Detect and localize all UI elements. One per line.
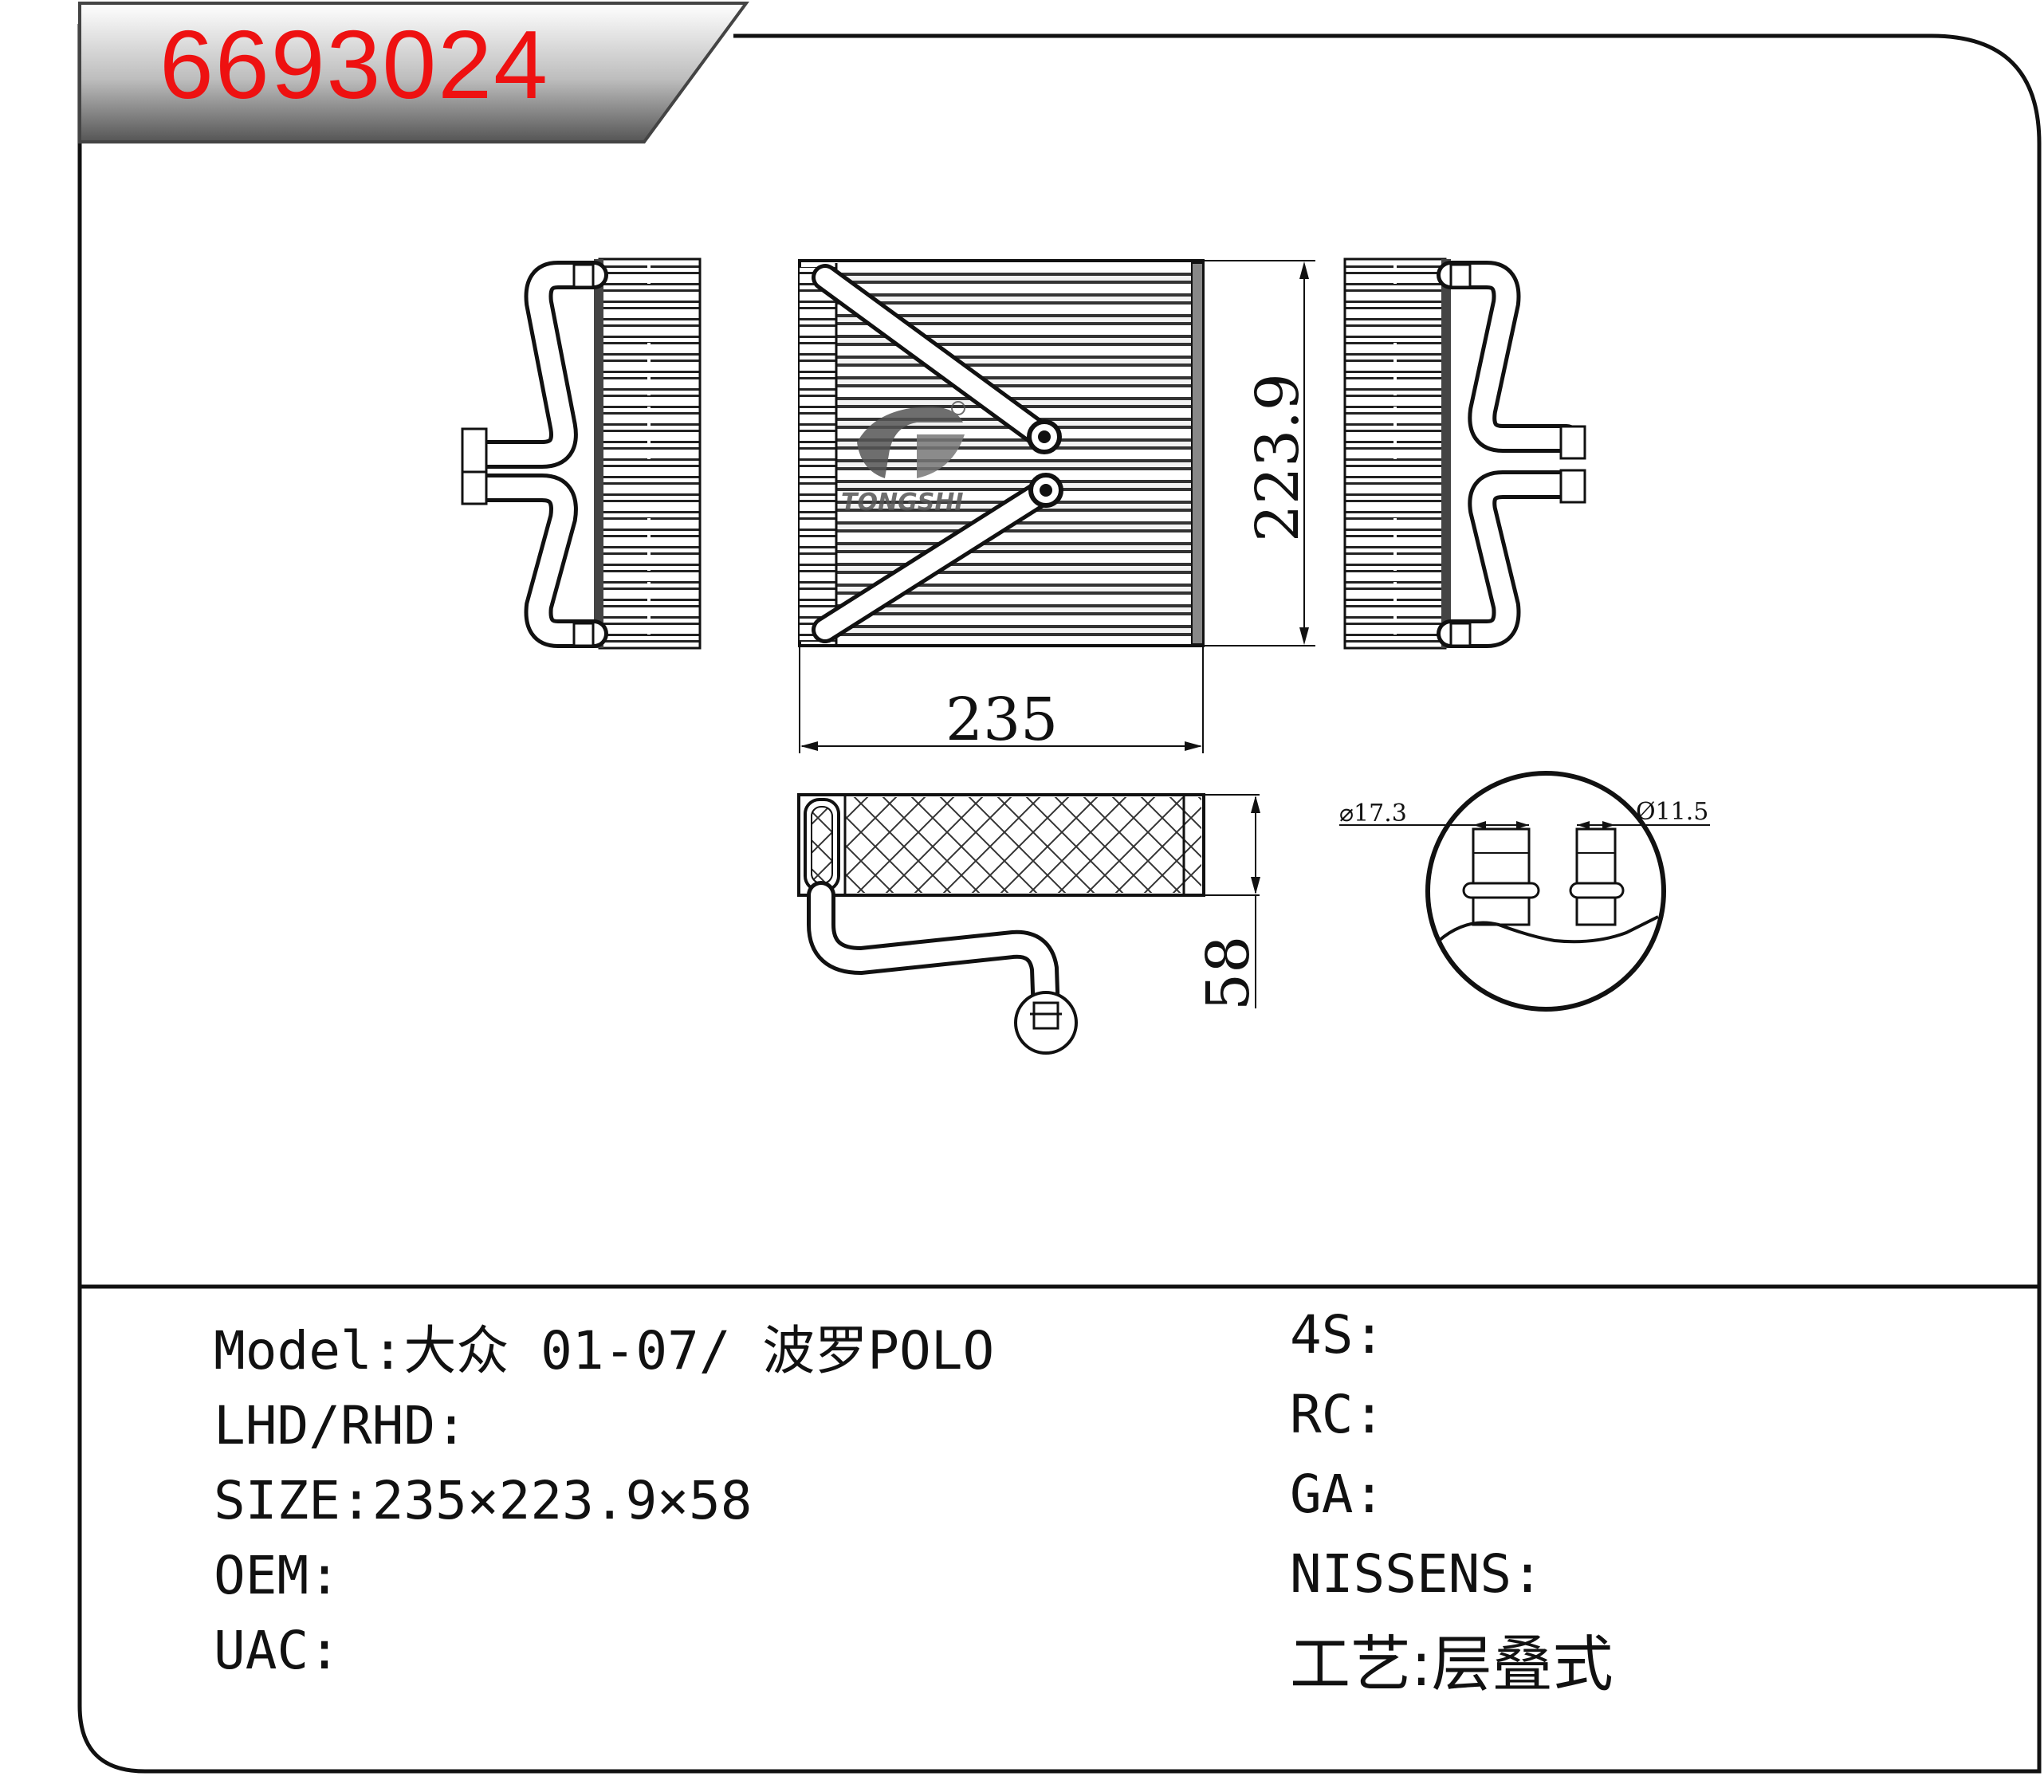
pipe-detail-view: ⌀17.3 Ø11.5 xyxy=(1339,771,1710,1012)
spec-oem: OEM: xyxy=(214,1545,340,1606)
right-side-view xyxy=(1343,257,1586,650)
depth-label: 58 xyxy=(1194,936,1263,1011)
spec-ga: GA: xyxy=(1290,1464,1386,1525)
width-dimension: 235 xyxy=(799,647,1204,754)
outlet-diameter-label: Ø11.5 xyxy=(1636,798,1708,826)
spec-rc: RC: xyxy=(1290,1384,1386,1445)
spec-lhd-rhd: LHD/RHD: xyxy=(214,1395,467,1456)
logo-text: TONGSHI xyxy=(841,489,964,517)
spec-uac: UAC: xyxy=(214,1620,340,1681)
top-view: 58 xyxy=(797,793,1263,1055)
width-label: 235 xyxy=(945,686,1058,754)
inlet-diameter-label: ⌀17.3 xyxy=(1339,800,1407,827)
spec-4s: 4S: xyxy=(1290,1304,1386,1366)
height-dimension: 223.9 xyxy=(1196,260,1315,646)
spec-process: 工艺:层叠式 xyxy=(1290,1629,1614,1700)
spec-size: SIZE:235×223.9×58 xyxy=(214,1470,753,1531)
header-bar xyxy=(78,2,749,143)
tongshi-logo: TONGSHI xyxy=(841,401,965,517)
part-number: 6693024 xyxy=(159,10,549,119)
left-side-view xyxy=(461,257,702,650)
spec-nissens: NISSENS: xyxy=(1290,1543,1543,1605)
height-label: 223.9 xyxy=(1244,373,1312,542)
spec-model: Model:大众 01-07/ 波罗POLO xyxy=(214,1320,995,1381)
sheet-border xyxy=(77,24,2042,1774)
